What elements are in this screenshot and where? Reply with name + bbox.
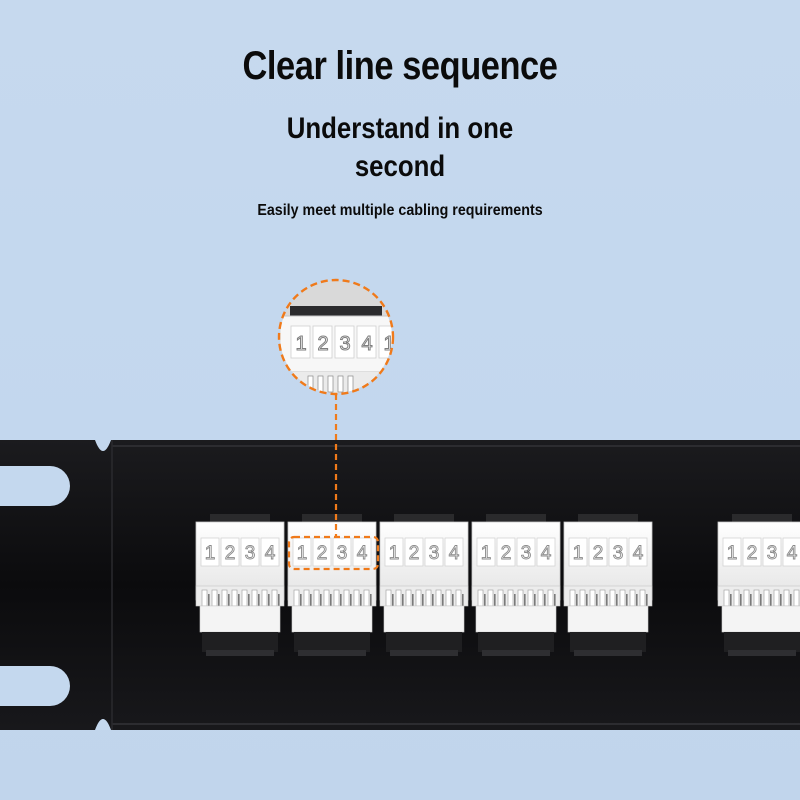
magnified-pair-number: 2 bbox=[317, 333, 328, 355]
pair-number-label: 4 bbox=[357, 543, 368, 564]
pair-number-label: 4 bbox=[787, 543, 798, 564]
pair-number-label: 2 bbox=[225, 543, 236, 564]
pair-number-label: 3 bbox=[245, 543, 256, 564]
pair-number-label: 4 bbox=[633, 543, 644, 564]
pair-number-label: 1 bbox=[205, 543, 216, 564]
pair-number-label: 3 bbox=[767, 543, 778, 564]
pair-number-label: 2 bbox=[747, 543, 758, 564]
pair-number-label: 2 bbox=[501, 543, 512, 564]
headline-tagline: Easily meet multiple cabling requirement… bbox=[257, 202, 543, 219]
pair-number-label: 3 bbox=[337, 543, 348, 564]
magnified-pair-number: 1 bbox=[383, 333, 394, 355]
pair-number-label: 3 bbox=[613, 543, 624, 564]
pair-number-label: 1 bbox=[481, 543, 492, 564]
mounting-slot-lower bbox=[0, 666, 70, 706]
headline-title: Clear line sequence bbox=[242, 44, 558, 88]
pair-number-label: 4 bbox=[449, 543, 460, 564]
magnified-pair-number: 1 bbox=[295, 333, 306, 355]
pair-number-label: 1 bbox=[297, 543, 308, 564]
pair-number-label: 3 bbox=[521, 543, 532, 564]
pair-number-label: 2 bbox=[317, 543, 328, 564]
mounting-slot-upper bbox=[0, 466, 70, 506]
subtitle-line-2: second bbox=[354, 150, 446, 183]
pair-number-label: 3 bbox=[429, 543, 440, 564]
magnified-pair-number: 4 bbox=[361, 333, 372, 355]
pair-number-label: 4 bbox=[265, 543, 276, 564]
pair-number-label: 2 bbox=[409, 543, 420, 564]
pair-number-label: 1 bbox=[727, 543, 738, 564]
pair-number-label: 2 bbox=[593, 543, 604, 564]
pair-number-label: 4 bbox=[541, 543, 552, 564]
callout-highlight-box bbox=[287, 535, 380, 571]
pair-number-label: 1 bbox=[389, 543, 400, 564]
pair-number-label: 1 bbox=[573, 543, 584, 564]
subtitle-line-1: Understand in one bbox=[286, 112, 514, 145]
magnified-pair-number: 3 bbox=[339, 333, 350, 355]
headline-subtitle: Understand in one second bbox=[56, 110, 744, 186]
